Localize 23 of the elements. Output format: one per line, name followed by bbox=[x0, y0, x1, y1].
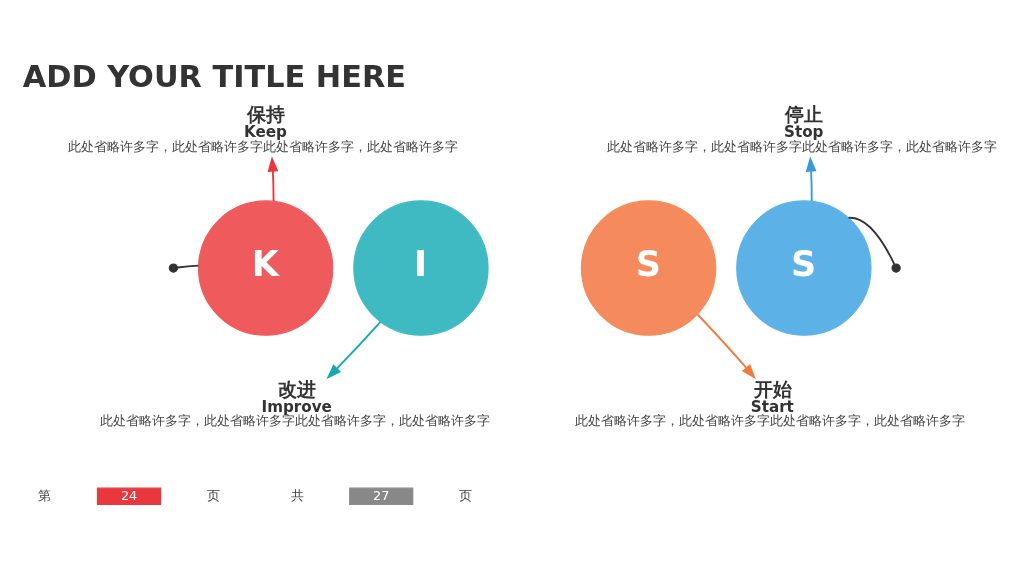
label: 27 bbox=[373, 487, 390, 503]
label: 24 bbox=[120, 487, 138, 503]
node-text: 开始 Start 此处省略许多字，此处省略许多字此处省略许多字，此处省略许多字 bbox=[575, 378, 966, 428]
node-text: 改进 Improve 此处省略许多字，此处省略许多字此处省略许多字，此处省略许多字 bbox=[99, 378, 490, 428]
node-circle: S bbox=[580, 199, 717, 336]
connector bbox=[176, 264, 200, 268]
node-text: 保持 Keep 此处省略许多字，此处省略许多字此处省略许多字，此处省略许多字 bbox=[68, 103, 459, 153]
arrow bbox=[326, 320, 382, 379]
node-circle: I bbox=[353, 199, 489, 336]
label: 页 bbox=[458, 487, 472, 503]
diagram-title: ADD YOUR TITLE HERE bbox=[22, 58, 407, 94]
arrow bbox=[805, 155, 817, 202]
label: 第 bbox=[38, 487, 52, 503]
node-circle: K bbox=[197, 199, 334, 336]
arrow bbox=[267, 155, 279, 202]
label: 共 bbox=[290, 487, 304, 503]
node-circle bbox=[168, 262, 179, 273]
node-circle bbox=[891, 262, 901, 273]
connector bbox=[847, 216, 896, 265]
node-text: 停止 Stop 此处省略许多字，此处省略许多字此处省略许多字，此处省略许多字 bbox=[606, 103, 997, 153]
node-circle: S bbox=[736, 199, 872, 336]
arrow bbox=[696, 313, 756, 379]
label: 页 bbox=[206, 487, 220, 503]
